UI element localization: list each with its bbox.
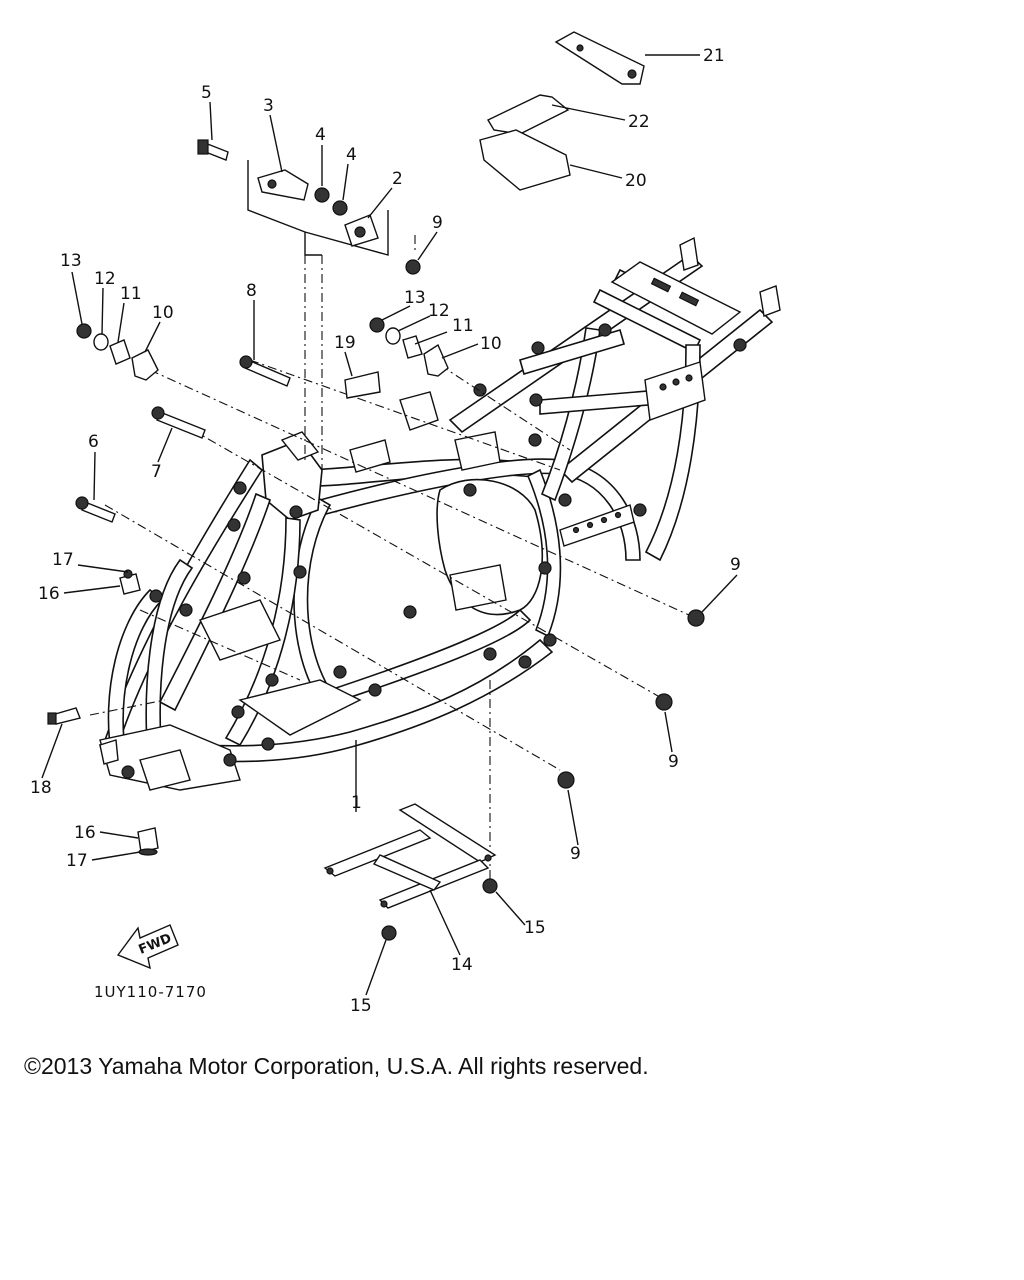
callout-15-left: 15 — [350, 996, 372, 1016]
drawing-code: 1UY110-7170 — [94, 983, 207, 1001]
callout-9-low: 9 — [570, 844, 581, 864]
callout-10-right: 10 — [480, 334, 502, 354]
callout-17-lower: 17 — [66, 851, 88, 871]
left-mount-stack — [76, 323, 159, 381]
callout-6: 6 — [88, 432, 99, 452]
fwd-arrow-icon: FWD — [116, 924, 179, 970]
rear-top-parts — [479, 31, 645, 191]
callout-5: 5 — [201, 83, 212, 103]
callout-21: 21 — [703, 46, 725, 66]
callout-9-top: 9 — [432, 213, 443, 233]
callout-3: 3 — [263, 96, 274, 116]
callout-11-right: 11 — [452, 316, 474, 336]
callout-11-left: 11 — [120, 284, 142, 304]
callout-12-left: 12 — [94, 269, 116, 289]
callout-9-right: 9 — [730, 555, 741, 575]
right-mount-stack — [369, 317, 449, 377]
callout-18: 18 — [30, 778, 52, 798]
callout-13-right: 13 — [404, 288, 426, 308]
callout-labels: 21 22 20 5 3 4 4 2 9 13 12 11 10 8 13 12… — [30, 46, 741, 1016]
frame-exploded-diagram: 21 22 20 5 3 4 4 2 9 13 12 11 10 8 13 12… — [30, 31, 781, 1016]
nuts-9 — [557, 609, 705, 789]
callout-15-right: 15 — [524, 918, 546, 938]
callout-9-mid: 9 — [668, 752, 679, 772]
copyright-notice: ©2013 Yamaha Motor Corporation, U.S.A. A… — [24, 1053, 649, 1079]
callout-20: 20 — [625, 171, 647, 191]
skid-plate — [323, 803, 498, 941]
callout-22: 22 — [628, 112, 650, 132]
callout-1: 1 — [351, 793, 362, 813]
callout-10-left: 10 — [152, 303, 174, 323]
assembly-lines — [89, 235, 701, 880]
bracket-assembly — [197, 139, 421, 275]
callout-4-upper: 4 — [315, 125, 326, 145]
callout-7: 7 — [151, 462, 162, 482]
callout-16-lower: 16 — [74, 823, 96, 843]
callout-2: 2 — [392, 169, 403, 189]
lower-small-parts — [47, 569, 159, 856]
callout-4-lower: 4 — [346, 145, 357, 165]
callout-17-upper: 17 — [52, 550, 74, 570]
callout-19: 19 — [334, 333, 356, 353]
main-frame — [99, 236, 781, 791]
callout-13-left: 13 — [60, 251, 82, 271]
pad-19 — [344, 371, 381, 399]
callout-14: 14 — [451, 955, 473, 975]
callout-12-right: 12 — [428, 301, 450, 321]
callout-8: 8 — [246, 281, 257, 301]
leader-lines — [41, 54, 738, 996]
callout-16-upper: 16 — [38, 584, 60, 604]
bolts — [75, 355, 291, 523]
